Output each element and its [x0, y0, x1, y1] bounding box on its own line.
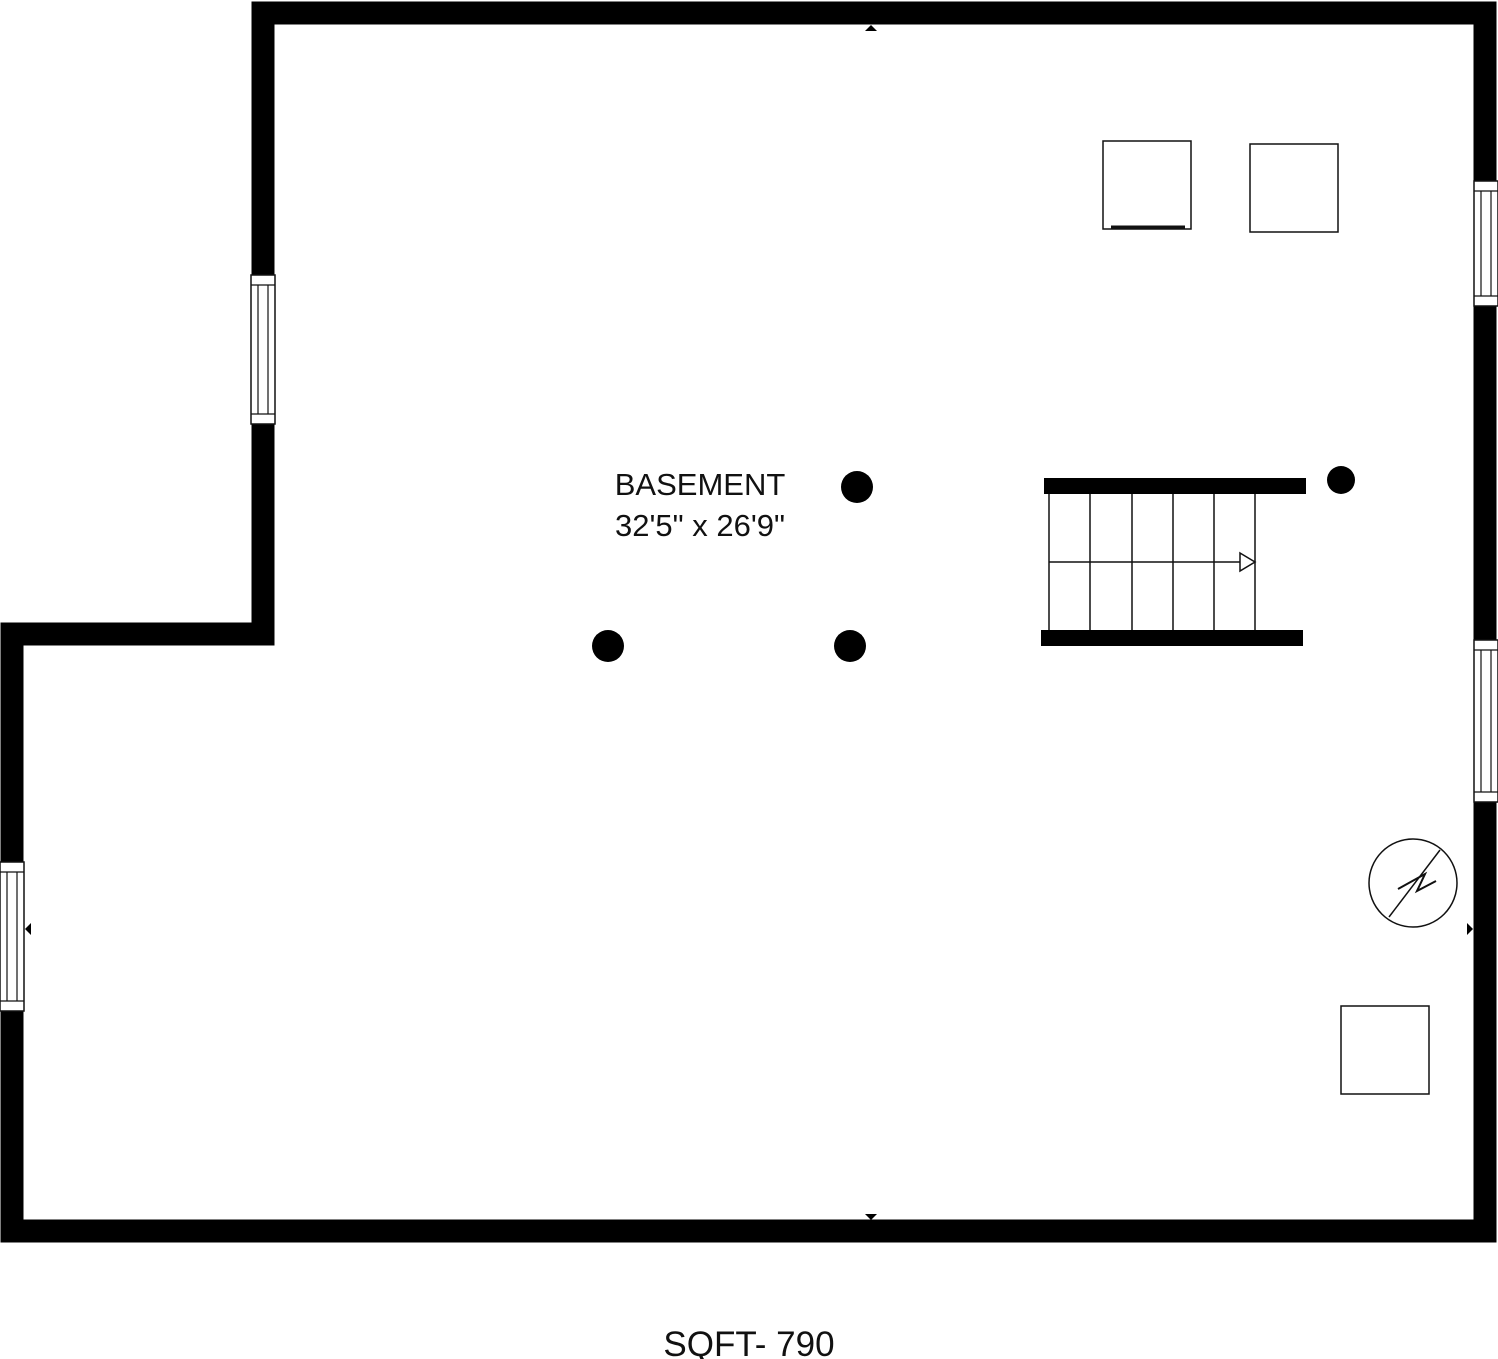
stair-direction-arrow-icon: [1239, 551, 1257, 573]
opening-marker-left: [25, 923, 31, 935]
column-icon: [592, 630, 624, 662]
column-icon: [834, 630, 866, 662]
square-footage-label: SQFT- 790: [663, 1325, 834, 1359]
window-east-lower: [1473, 639, 1498, 803]
stair-wall-bottom: [1041, 630, 1303, 646]
opening-marker-top: [865, 25, 877, 31]
window-west-lower: [0, 861, 25, 1012]
outer-wall: [0, 1, 1497, 1243]
columns: [592, 466, 1355, 662]
appliance-box-2: [1249, 143, 1339, 233]
column-icon: [1327, 466, 1355, 494]
stair-treads: [1048, 494, 1256, 630]
windows: [0, 180, 1498, 1012]
room-name: BASEMENT: [615, 467, 786, 502]
window-west-upper: [250, 274, 276, 425]
window-east-upper: [1473, 180, 1498, 307]
column-icon: [841, 471, 873, 503]
appliance-box-3: [1340, 1005, 1430, 1095]
electrical-panel-icon: [1368, 838, 1458, 928]
opening-marker-right: [1467, 923, 1473, 935]
opening-markers: [25, 25, 1473, 1220]
opening-marker-bottom: [865, 1214, 877, 1220]
walls: [0, 1, 1497, 1243]
stair-wall-top: [1044, 478, 1306, 494]
appliance-box-1: [1102, 140, 1192, 230]
room-dimensions: 32'5" x 26'9": [615, 508, 785, 543]
room-label: BASEMENT 32'5" x 26'9": [615, 467, 786, 543]
appliances: [1102, 140, 1430, 1095]
staircase: [1041, 478, 1306, 646]
